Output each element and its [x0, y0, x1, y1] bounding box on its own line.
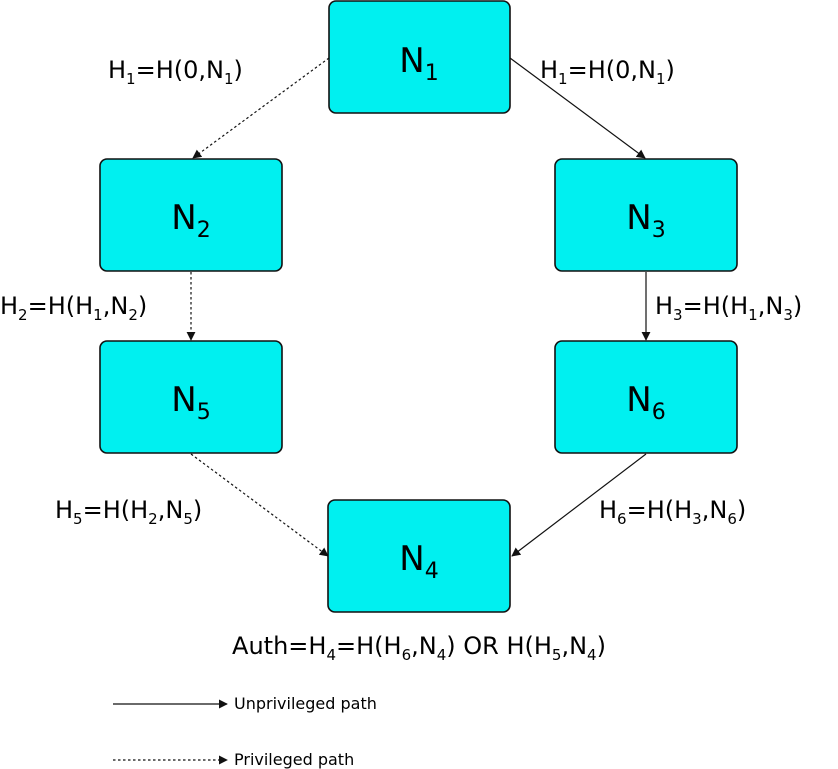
node-box [328, 0, 511, 114]
node-label: N4 [399, 539, 438, 584]
node-label: N2 [171, 198, 210, 243]
node-box [554, 340, 738, 454]
edges [186, 57, 651, 557]
legend: Unprivileged path Privileged path [113, 694, 377, 769]
edge-n5-n4 [190, 453, 329, 557]
auth-label: Auth=H4=H(H6,N4) OR H(H5,N4) [232, 632, 606, 664]
node-n5: N5 [99, 340, 283, 454]
edge-label-n2-n5: H2=H(H1,N2) [0, 292, 147, 324]
legend-unprivileged-label: Unprivileged path [234, 694, 377, 713]
edge-n6-n4 [511, 453, 647, 557]
edge-label-n5-n4: H5=H(H2,N5) [55, 496, 202, 528]
node-box [99, 158, 283, 272]
node-label: N5 [171, 380, 210, 425]
node-box [99, 340, 283, 454]
node-n2: N2 [99, 158, 283, 272]
edge-label-n1-n3: H1=H(0,N1) [540, 56, 675, 88]
node-label: N1 [399, 41, 438, 86]
node-n1: N1 [328, 0, 511, 114]
edge-label-n1-n2: H1=H(0,N1) [108, 56, 243, 88]
legend-privileged-label: Privileged path [234, 750, 354, 769]
edge-n1-n3 [509, 57, 646, 159]
node-n6: N6 [554, 340, 738, 454]
node-label: N6 [626, 380, 665, 425]
edge-n1-n2 [192, 57, 330, 159]
node-label: N3 [626, 198, 665, 243]
node-n3: N3 [554, 158, 738, 272]
node-n4: N4 [327, 499, 511, 613]
node-box [554, 158, 738, 272]
node-box [327, 499, 511, 613]
edge-label-n3-n6: H3=H(H1,N3) [655, 292, 802, 324]
edge-label-n6-n4: H6=H(H3,N6) [599, 496, 746, 528]
